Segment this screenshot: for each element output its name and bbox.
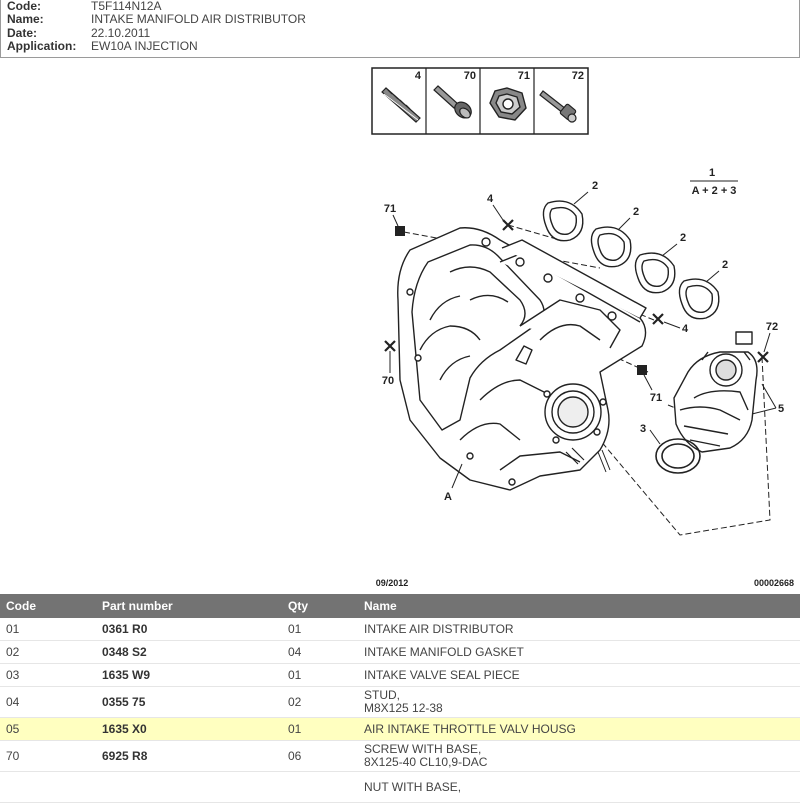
cell-code: 05 bbox=[0, 717, 96, 741]
callout-A: A bbox=[444, 491, 452, 503]
callout-4a: 4 bbox=[487, 193, 494, 205]
cell-name: AIR INTAKE THROTTLE VALV HOUSG bbox=[358, 717, 800, 741]
cell-part-number[interactable] bbox=[96, 772, 282, 803]
cell-qty: 04 bbox=[288, 645, 302, 659]
callout-72: 72 bbox=[766, 321, 778, 333]
cell-name: INTAKE MANIFOLD GASKET bbox=[358, 641, 800, 664]
table-row[interactable]: NUT WITH BASE, bbox=[0, 772, 800, 803]
name-line-1: SCREW WITH BASE, bbox=[364, 742, 482, 756]
name-line-1: STUD, bbox=[364, 688, 400, 702]
table-row[interactable]: 03 1635 W9 01 INTAKE VALVE SEAL PIECE bbox=[0, 664, 800, 687]
header-qty[interactable]: Qty bbox=[282, 594, 358, 618]
table-row[interactable]: 04 0355 75 02 STUD, M8X125 12-38 bbox=[0, 687, 800, 718]
cell-qty: 01 bbox=[288, 622, 302, 636]
callout-3: 3 bbox=[640, 423, 646, 435]
meta-value: 22.10.2011 bbox=[91, 26, 151, 40]
meta-label: Application: bbox=[7, 39, 77, 53]
legend-label-72: 72 bbox=[572, 70, 584, 82]
name-line-1: INTAKE MANIFOLD GASKET bbox=[364, 644, 524, 659]
table-row[interactable]: 02 0348 S2 04 INTAKE MANIFOLD GASKET bbox=[0, 641, 800, 664]
table-row[interactable]: 01 0361 R0 01 INTAKE AIR DISTRIBUTOR bbox=[0, 618, 800, 641]
name-line-2: 8X125-40 CL10,9-DAC bbox=[364, 755, 488, 769]
cell-part-number[interactable]: 6925 R8 bbox=[102, 749, 148, 763]
meta-label: Date: bbox=[7, 26, 38, 40]
table-row[interactable]: 70 6925 R8 06 SCREW WITH BASE, 8X125-40 … bbox=[0, 741, 800, 772]
fastener-markers bbox=[384, 219, 769, 375]
cell-name: NUT WITH BASE, bbox=[358, 772, 800, 803]
meta-value: EW10A INJECTION bbox=[91, 39, 198, 53]
cell-code bbox=[0, 772, 96, 803]
table-row-selected[interactable]: 05 1635 X0 01 AIR INTAKE THROTTLE VALV H… bbox=[0, 717, 800, 741]
parts-table: Code Part number Qty Name 01 0361 R0 01 … bbox=[0, 594, 800, 803]
nut-with-base-icon bbox=[489, 87, 527, 121]
cell-qty: 02 bbox=[288, 695, 302, 709]
parts-table-container: Code Part number Qty Name 01 0361 R0 01 … bbox=[0, 594, 800, 803]
screw-with-base-icon bbox=[433, 85, 472, 119]
name-line-1: INTAKE AIR DISTRIBUTOR bbox=[364, 621, 514, 636]
cell-part-number[interactable]: 1635 W9 bbox=[102, 668, 151, 682]
stud-icon bbox=[381, 87, 421, 123]
cell-part-number[interactable]: 0355 75 bbox=[102, 695, 146, 709]
callout-4b: 4 bbox=[682, 323, 689, 335]
intake-manifold bbox=[397, 227, 647, 491]
callout-1: 1 bbox=[709, 167, 715, 179]
cell-qty: 01 bbox=[288, 668, 302, 682]
meta-value: INTAKE MANIFOLD AIR DISTRIBUTOR bbox=[91, 12, 306, 26]
fastener-legend: 4 70 71 72 bbox=[371, 67, 589, 135]
cell-code: 03 bbox=[6, 668, 20, 682]
intake-valve-seal bbox=[655, 438, 701, 474]
header-name[interactable]: Name bbox=[358, 594, 800, 618]
legend-label-71: 71 bbox=[518, 70, 530, 82]
manifold-gaskets bbox=[542, 200, 720, 320]
cell-code: 02 bbox=[6, 645, 20, 659]
meta-value: T5F114N12A bbox=[91, 0, 162, 13]
callout-2b: 2 bbox=[633, 206, 639, 218]
callout-70: 70 bbox=[382, 375, 394, 387]
callout-1-formula: A + 2 + 3 bbox=[692, 185, 737, 197]
callout-2a: 2 bbox=[592, 180, 598, 192]
cell-name: INTAKE AIR DISTRIBUTOR bbox=[358, 618, 800, 641]
legend-label-4: 4 bbox=[415, 70, 422, 82]
exploded-parts-diagram: 4 70 71 72 1 A + 2 + 3 bbox=[371, 67, 794, 588]
cell-part-number[interactable]: 0348 S2 bbox=[102, 645, 147, 659]
throttle-screw-icon bbox=[539, 90, 577, 123]
callout-71a: 71 bbox=[384, 203, 396, 215]
name-line-1: INTAKE VALVE SEAL PIECE bbox=[364, 667, 520, 682]
name-line-1: AIR INTAKE THROTTLE VALV HOUSG bbox=[364, 721, 576, 736]
cell-qty bbox=[282, 772, 358, 803]
cell-part-number[interactable]: 0361 R0 bbox=[102, 622, 148, 636]
cell-name: INTAKE VALVE SEAL PIECE bbox=[358, 664, 800, 687]
table-header-row: Code Part number Qty Name bbox=[0, 594, 800, 618]
callout-5: 5 bbox=[778, 403, 784, 415]
callout-71b: 71 bbox=[650, 392, 662, 404]
cell-qty: 06 bbox=[288, 749, 302, 763]
throttle-body bbox=[673, 331, 758, 453]
legend-label-70: 70 bbox=[464, 70, 476, 82]
header-code[interactable]: Code bbox=[0, 594, 96, 618]
cell-part-number[interactable]: 1635 X0 bbox=[96, 717, 282, 741]
name-line-2: M8X125 12-38 bbox=[364, 701, 443, 715]
callout-2c: 2 bbox=[680, 232, 686, 244]
header-part-number[interactable]: Part number bbox=[96, 594, 282, 618]
cell-code: 70 bbox=[6, 749, 20, 763]
cell-code: 04 bbox=[6, 695, 20, 709]
name-line-1: NUT WITH BASE, bbox=[364, 779, 462, 794]
meta-label: Name: bbox=[7, 12, 44, 26]
cell-qty: 01 bbox=[282, 717, 358, 741]
diagram-date: 09/2012 bbox=[376, 578, 409, 588]
callout-2d: 2 bbox=[722, 259, 728, 271]
cell-code: 01 bbox=[6, 622, 20, 636]
cell-name: STUD, M8X125 12-38 bbox=[358, 687, 800, 718]
diagram-reference: 00002668 bbox=[754, 578, 794, 588]
cell-name: SCREW WITH BASE, 8X125-40 CL10,9-DAC bbox=[358, 741, 800, 772]
meta-label: Code: bbox=[7, 0, 41, 13]
header-panel: Code: T5F114N12A Name: INTAKE MANIFOLD A… bbox=[0, 0, 800, 58]
